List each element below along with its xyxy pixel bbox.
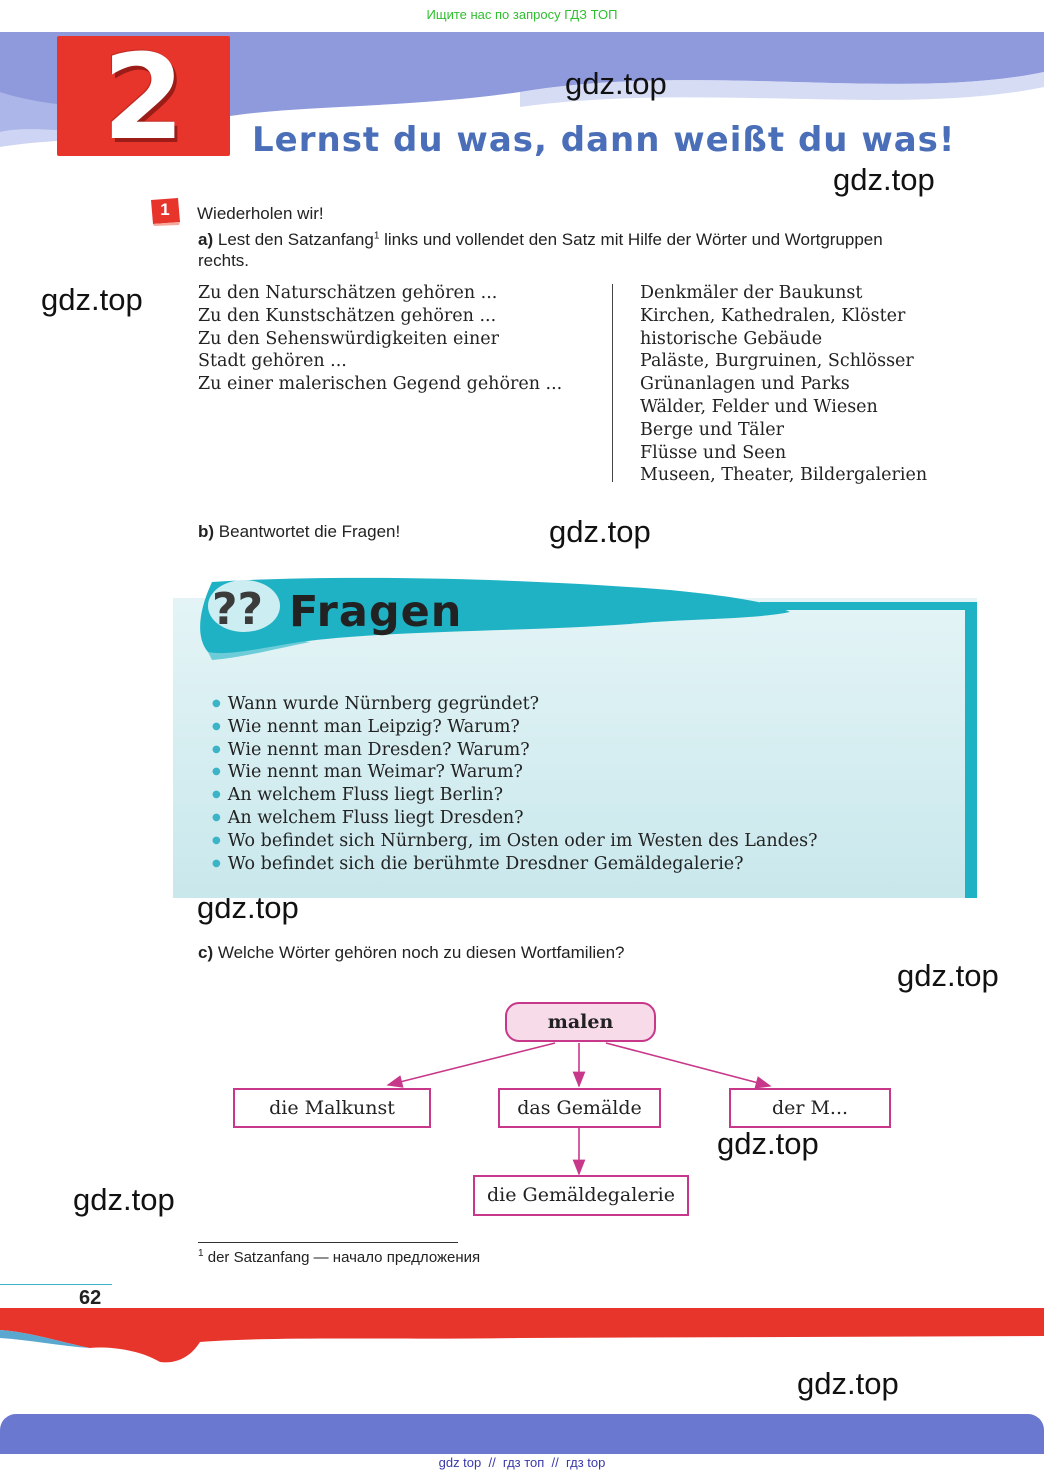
question-item: Wo befindet sich Nürnberg, im Osten oder… (212, 830, 818, 853)
part-c-marker: c) (198, 943, 214, 962)
sentence-start: Zu den Sehenswürdigkeiten einer (198, 328, 499, 349)
word-group: Museen, Theater, Bildergalerien (640, 465, 928, 486)
diagram-word: der M... (729, 1088, 891, 1128)
watermark: gdz.top (73, 1182, 175, 1217)
arrow-to-m (605, 1042, 772, 1089)
word-group: Paläste, Burgruinen, Schlösser (640, 351, 914, 372)
diagram-word: die Malkunst (233, 1088, 431, 1128)
watermark: gdz.top (897, 958, 999, 993)
questions-box-top-border (760, 602, 977, 610)
watermark: gdz.top (717, 1126, 819, 1161)
questions-title: Fragen (289, 587, 463, 637)
part-a-instruction: a) Lest den Satzanfang1 links und vollen… (198, 230, 883, 250)
watermark: gdz.top (549, 514, 651, 549)
exercise-badge: 1 (148, 196, 182, 226)
left-column: Zu den Naturschätzen gehören ... Zu den … (198, 282, 562, 396)
footnote-divider (198, 1242, 458, 1243)
word-group: historische Gebäude (640, 328, 823, 349)
question-item: Wann wurde Nürnberg gegründet? (212, 693, 818, 716)
chapter-number: 2 (102, 28, 185, 166)
part-a-instruction-line2: rechts. (198, 251, 250, 270)
question-item: Wie nennt man Dresden? Warum? (212, 739, 818, 762)
question-item: An welchem Fluss liegt Berlin? (212, 784, 818, 807)
watermark: gdz.top (565, 66, 667, 101)
diagram-root-word: malen (505, 1002, 656, 1042)
sentence-start: Zu den Naturschätzen gehören ... (198, 283, 498, 303)
sentence-start: Zu den Kunstschätzen gehören ... (198, 305, 497, 326)
part-a-marker: a) (198, 230, 214, 249)
part-b-instruction: b) Beantwortet die Fragen! (198, 522, 400, 542)
question-marks-text: ?? (212, 584, 264, 635)
part-c-text: Welche Wörter gehören noch zu diesen Wor… (217, 943, 625, 962)
question-marks-icon (208, 580, 280, 632)
bottom-bar (0, 1414, 1044, 1454)
word-group: Flüsse und Seen (640, 442, 787, 463)
word-group: Wälder, Felder und Wiesen (640, 396, 878, 417)
bottom-links[interactable]: gdz top // гдз топ // гдз top (438, 1455, 606, 1470)
part-a-text-start: Lest den Satzanfang (217, 230, 374, 249)
watermark: gdz.top (41, 282, 143, 317)
watermark: gdz.top (797, 1366, 899, 1401)
arrow-to-malkunst (386, 1042, 556, 1088)
footnote: 1 der Satzanfang — начало предложения (198, 1248, 480, 1266)
questions-box-right-border (965, 602, 977, 898)
footnote-text: der Satzanfang — начало предложения (203, 1249, 481, 1266)
chapter-title: Lernst du was, dann weißt du was! (252, 120, 956, 160)
page-number: 62 (79, 1287, 102, 1309)
top-banner[interactable]: Ищите нас по запросу ГДЗ ТОП (426, 7, 618, 22)
word-group: Grünanlagen und Parks (640, 374, 850, 395)
part-a-text-end: links und vollendet den Satz mit Hilfe d… (379, 230, 883, 249)
diagram-word: die Gemäldegalerie (473, 1175, 689, 1216)
word-group: Kirchen, Kathedralen, Klöster (640, 305, 906, 326)
chapter-number-box: 2 (57, 28, 230, 166)
page-number-rule (0, 1284, 112, 1285)
right-column: Denkmäler der Baukunst Kirchen, Kathedra… (640, 282, 927, 487)
part-b-marker: b) (198, 522, 215, 541)
question-item: Wo befindet sich die berühmte Dresdner G… (212, 853, 818, 876)
questions-list: Wann wurde Nürnberg gegründet? Wie nennt… (212, 693, 818, 875)
questions-brush-stroke (200, 577, 790, 660)
exercise-badge-shape (151, 198, 180, 226)
sentence-start: Zu einer malerischen Gegend gehören ... (198, 374, 563, 395)
question-item: Wie nennt man Leipzig? Warum? (212, 716, 818, 739)
word-group: Denkmäler der Baukunst (640, 283, 863, 303)
exercise-number: 1 (160, 200, 170, 219)
word-group: Berge und Täler (640, 419, 784, 440)
part-b-text: Beantwortet die Fragen! (218, 522, 401, 541)
diagram-word: das Gemälde (498, 1088, 661, 1128)
watermark: gdz.top (833, 162, 935, 197)
question-item: An welchem Fluss liegt Dresden? (212, 807, 818, 830)
question-item: Wie nennt man Weimar? Warum? (212, 761, 818, 784)
sentence-start: Stadt gehören ... (198, 351, 347, 372)
exercise-heading: Wiederholen wir! (197, 204, 324, 223)
column-divider (612, 284, 613, 482)
footnote-ref: 1 (373, 230, 380, 242)
footnote-number: 1 (198, 1248, 204, 1259)
part-c-instruction: c) Welche Wörter gehören noch zu diesen … (198, 943, 625, 963)
footer-red-stripe (0, 1308, 1044, 1363)
